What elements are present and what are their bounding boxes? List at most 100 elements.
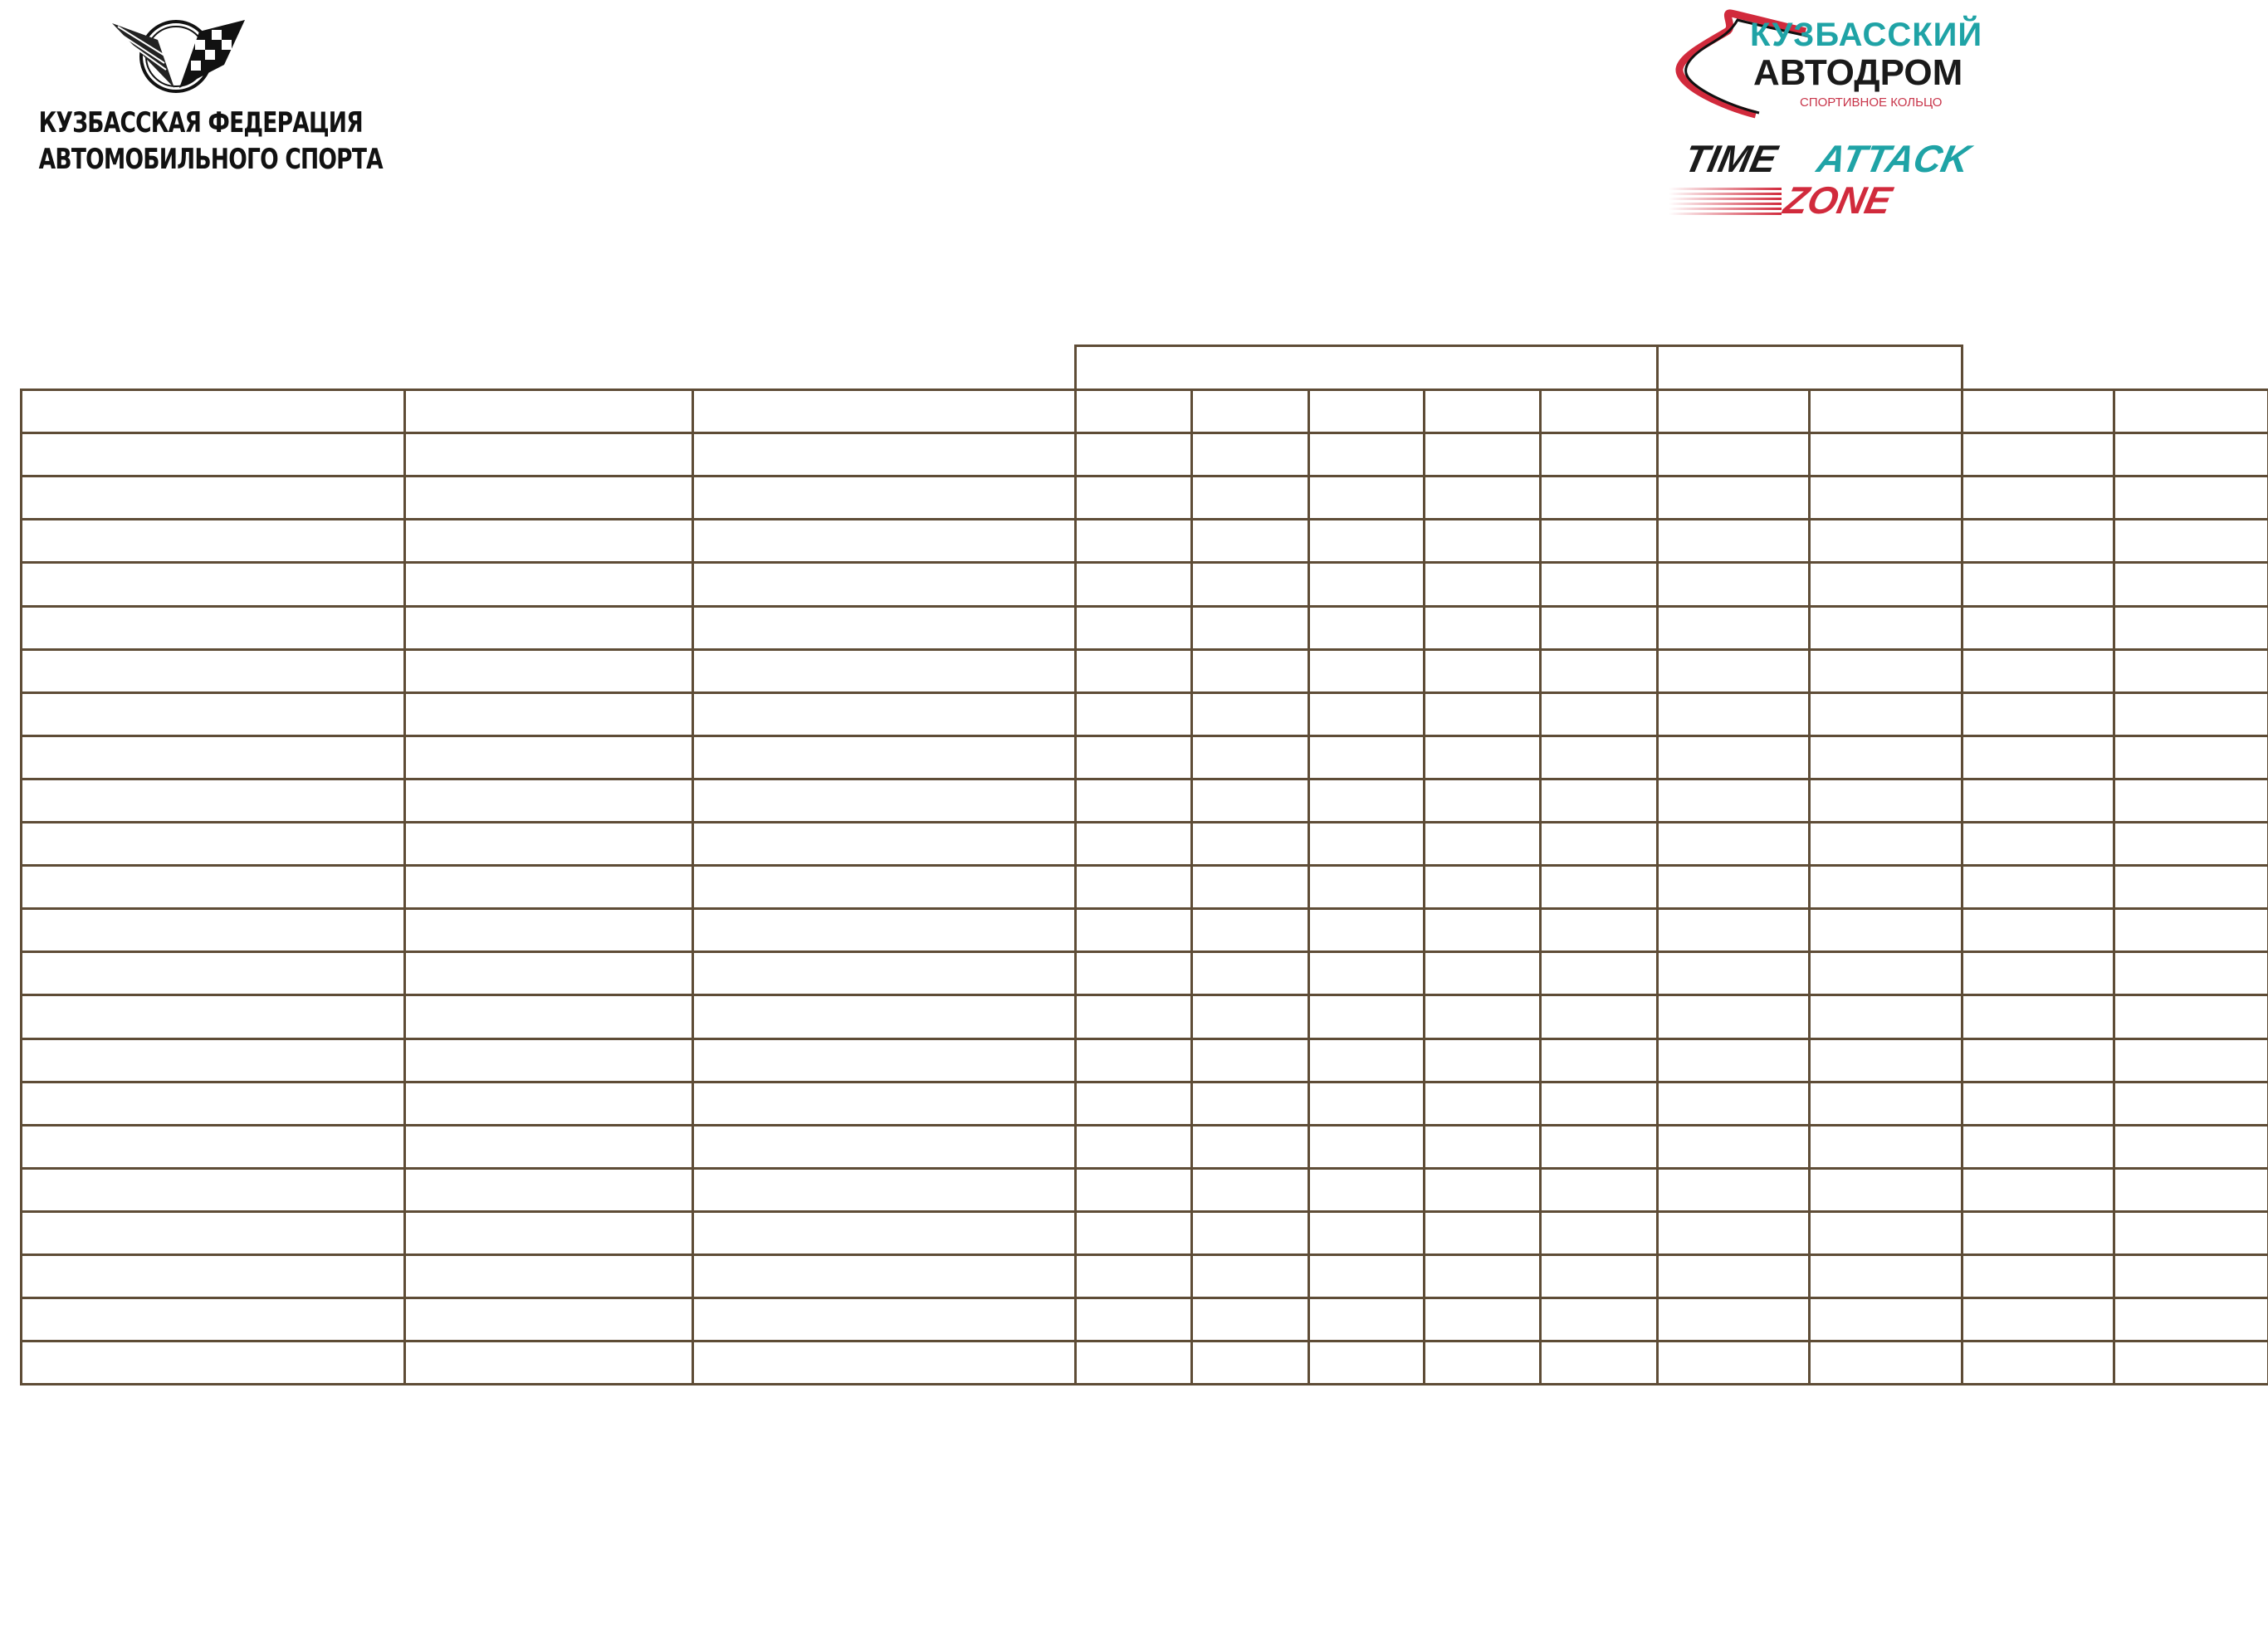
table-cell <box>20 648 406 694</box>
table-cell <box>1808 432 1963 477</box>
table-cell <box>1656 691 1811 737</box>
table-cell <box>1423 605 1542 651</box>
table-cell <box>1308 1253 1425 1299</box>
table-cell <box>20 1081 406 1126</box>
table-cell <box>20 691 406 737</box>
logo-attack: ATTACK <box>1813 137 1974 180</box>
header-cell <box>1808 389 1963 434</box>
table-cell <box>1961 821 2115 867</box>
table-cell <box>1539 561 1659 608</box>
table-cell <box>1961 735 2115 780</box>
table-cell <box>692 1297 1077 1342</box>
table-cell <box>403 561 694 608</box>
table-cell <box>1961 951 2115 996</box>
table-cell <box>1190 432 1310 477</box>
table-cell <box>1074 864 1193 910</box>
table-cell <box>2113 778 2268 823</box>
table-cell <box>692 1038 1077 1083</box>
table-cell <box>1074 432 1193 477</box>
table-cell <box>692 994 1077 1040</box>
table-cell <box>1308 1038 1425 1083</box>
header-cell <box>692 389 1077 434</box>
table-cell <box>1961 432 2115 477</box>
table-cell <box>1190 1081 1310 1126</box>
table-cell <box>1074 1340 1193 1385</box>
table-cell <box>1190 907 1310 953</box>
header-cell <box>1961 389 2115 434</box>
table-cell <box>1961 1167 2115 1213</box>
table-cell <box>1190 1253 1310 1299</box>
table-cell <box>1808 475 1963 520</box>
table-cell <box>1423 821 1542 867</box>
table-cell <box>1539 1210 1659 1256</box>
table-cell <box>1308 475 1425 520</box>
table-cell <box>1423 648 1542 694</box>
table-cell <box>1808 518 1963 564</box>
table-cell <box>20 475 406 520</box>
table-cell <box>1656 1340 1811 1385</box>
table-cell <box>1961 864 2115 910</box>
table-cell <box>1074 1210 1193 1256</box>
table-cell <box>1656 778 1811 823</box>
table-cell <box>2113 951 2268 996</box>
table-cell <box>1190 518 1310 564</box>
table-cell <box>1308 1081 1425 1126</box>
table-cell <box>1539 951 1659 996</box>
table-cell <box>1539 1340 1659 1385</box>
table-cell <box>1961 1081 2115 1126</box>
table-cell <box>1423 994 1542 1040</box>
table-cell <box>692 864 1077 910</box>
table-cell <box>1190 691 1310 737</box>
table-cell <box>1308 994 1425 1040</box>
table-cell <box>20 1167 406 1213</box>
table-cell <box>1656 518 1811 564</box>
table-cell <box>1308 1210 1425 1256</box>
table-cell <box>1539 475 1659 520</box>
table-cell <box>1190 778 1310 823</box>
table-cell <box>1423 432 1542 477</box>
table-cell <box>403 518 694 564</box>
table-cell <box>1423 1340 1542 1385</box>
table-cell <box>692 432 1077 477</box>
autodrom-title-1: КУЗБАССКИЙ <box>1750 17 1983 53</box>
autodrom-title-2: АВТОДРОМ <box>1753 52 1963 93</box>
table-cell <box>1074 1297 1193 1342</box>
table-cell <box>1808 994 1963 1040</box>
table-cell <box>403 1253 694 1299</box>
table-cell <box>692 1340 1077 1385</box>
table-cell <box>1808 907 1963 953</box>
table-cell <box>1423 475 1542 520</box>
table-cell <box>403 648 694 694</box>
table-cell <box>1308 821 1425 867</box>
table-cell <box>1074 1167 1193 1213</box>
table-cell <box>1656 1038 1811 1083</box>
table-cell <box>1074 561 1193 608</box>
table-cell <box>1656 864 1811 910</box>
table-cell <box>1961 1124 2115 1170</box>
table-cell <box>1308 735 1425 780</box>
table-cell <box>2113 735 2268 780</box>
table-cell <box>692 735 1077 780</box>
table-cell <box>1961 475 2115 520</box>
header-cell <box>1190 389 1310 434</box>
table-cell <box>1308 907 1425 953</box>
race-track-swoosh-icon <box>1675 9 1811 119</box>
table-cell <box>692 821 1077 867</box>
table-cell <box>1190 821 1310 867</box>
table-cell <box>1961 1038 2115 1083</box>
header-cell <box>1539 389 1659 434</box>
table-cell <box>1190 994 1310 1040</box>
table-cell <box>1423 1167 1542 1213</box>
table-cell <box>403 1081 694 1126</box>
header-cell <box>1074 389 1193 434</box>
table-cell <box>1190 735 1310 780</box>
table-cell <box>1423 907 1542 953</box>
table-cell <box>1539 691 1659 737</box>
table-cell <box>1308 561 1425 608</box>
table-cell <box>1808 691 1963 737</box>
table-cell <box>1656 605 1811 651</box>
table-cell <box>1190 475 1310 520</box>
table-cell <box>692 648 1077 694</box>
table-cell <box>1656 432 1811 477</box>
table-cell <box>1190 1124 1310 1170</box>
